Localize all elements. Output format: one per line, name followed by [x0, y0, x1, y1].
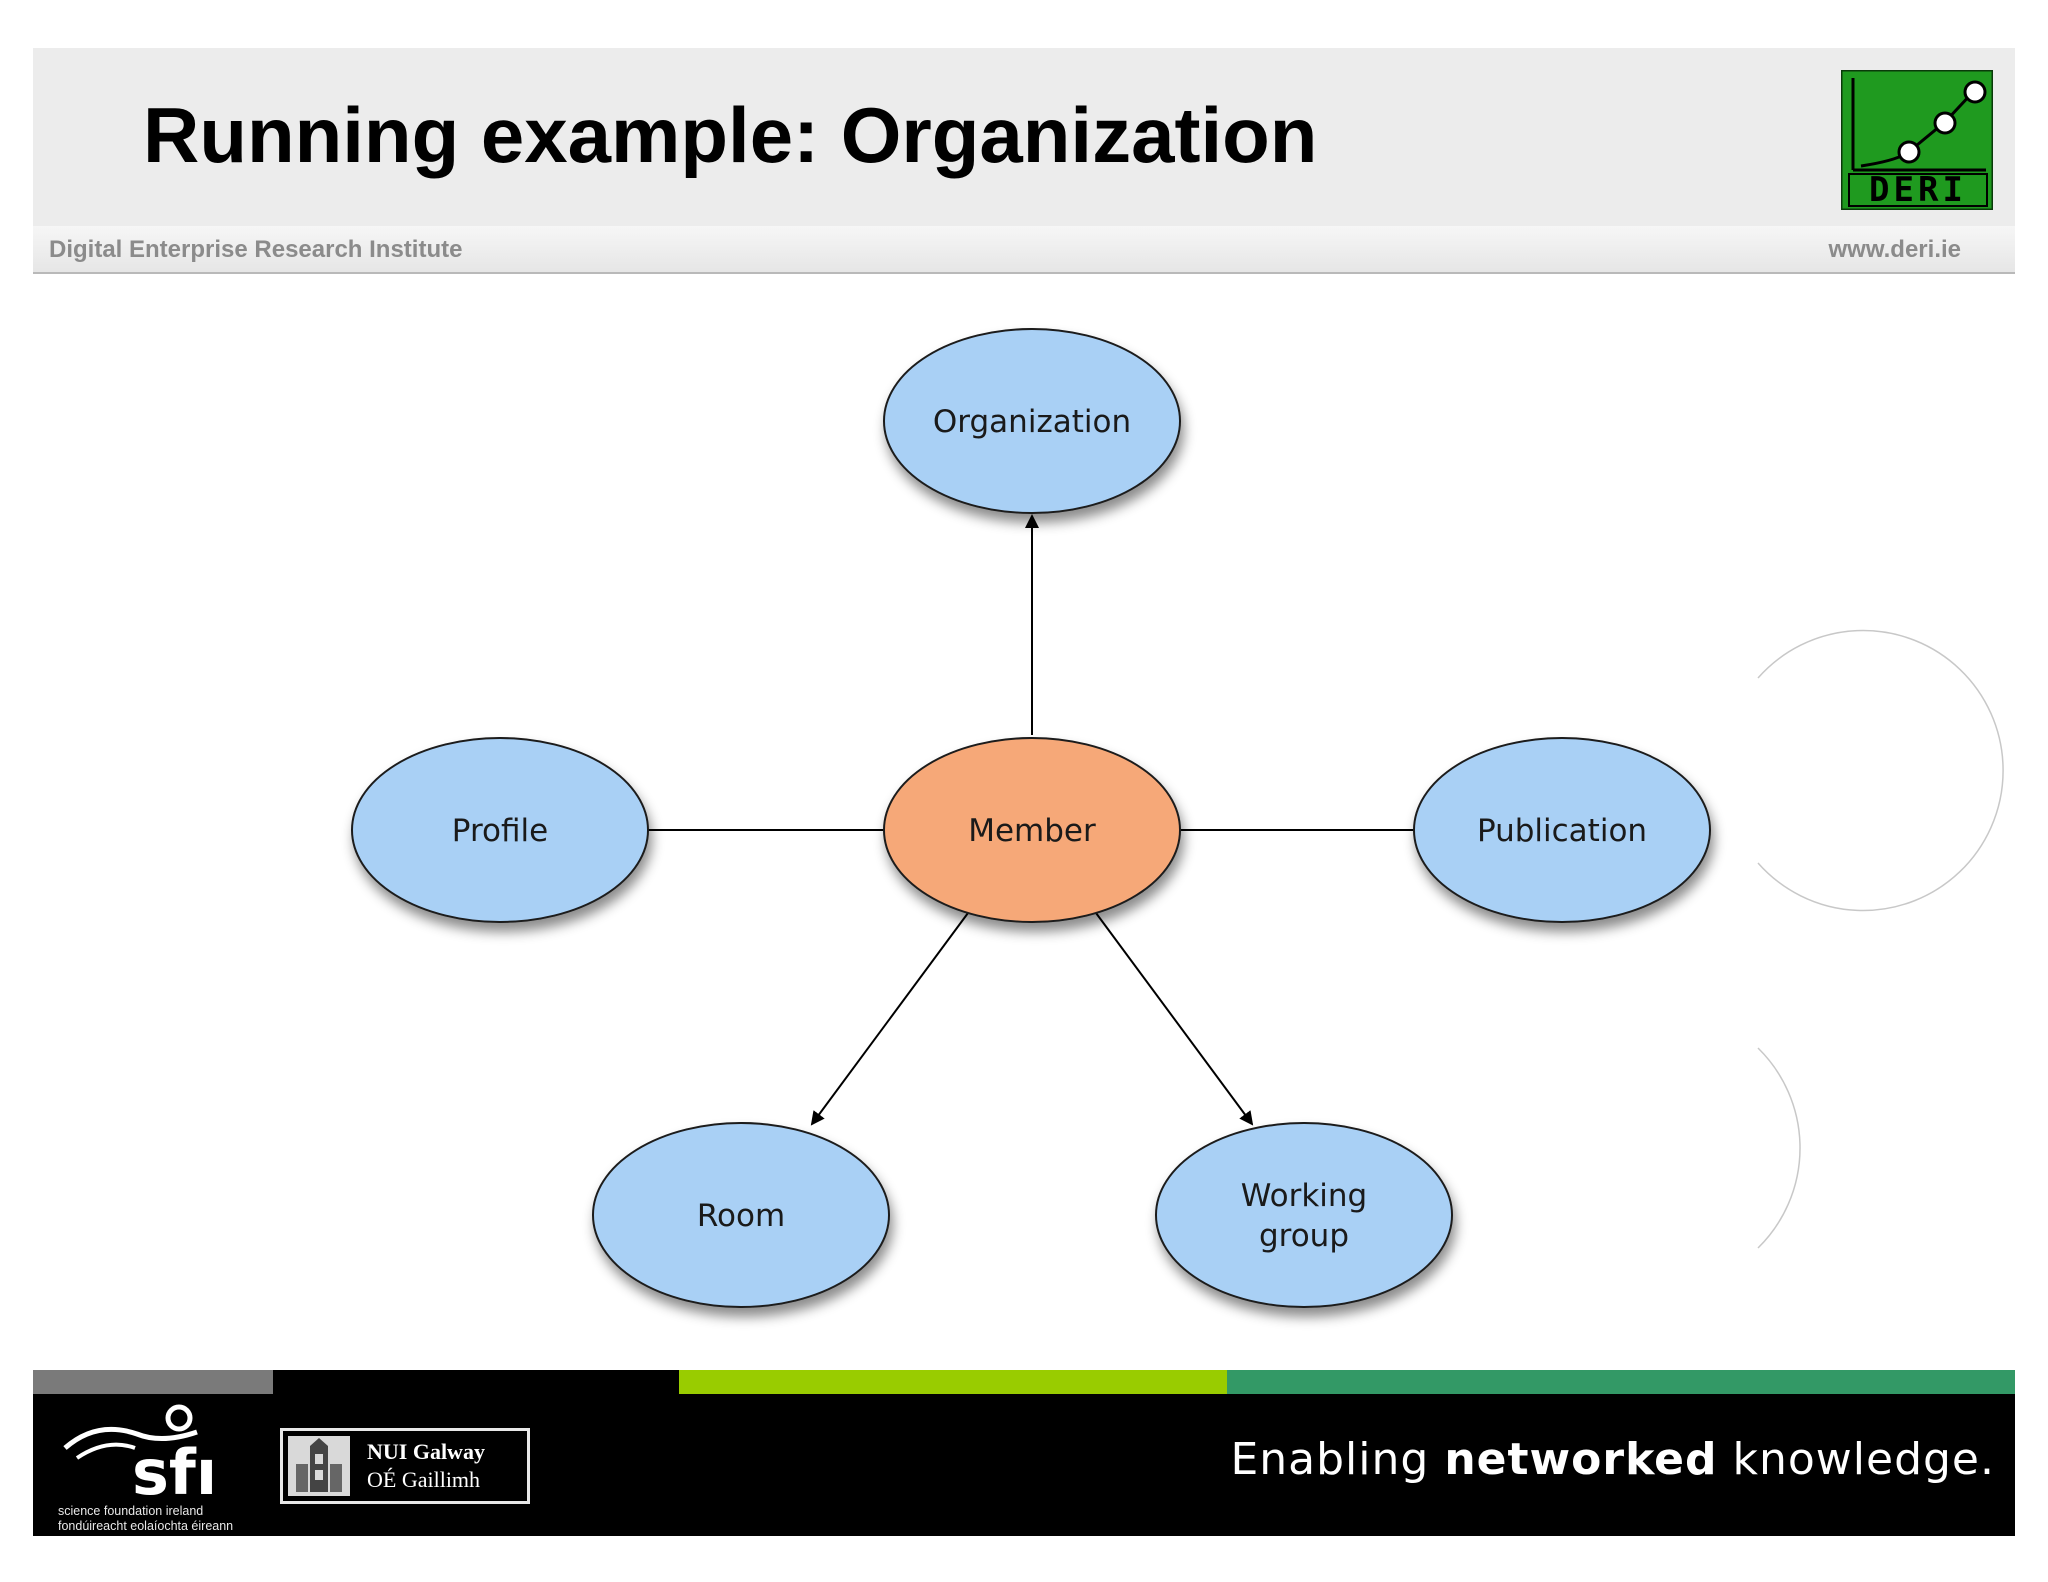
decorative-arc-2 [1757, 1047, 1801, 1249]
nui-name-irish: OÉ Gaillimh [367, 1467, 481, 1492]
slide-header: Running example: Organization DERI [33, 48, 2015, 226]
node-organization: Organization [883, 328, 1181, 514]
sfi-caption: science foundation ireland fondúireacht … [58, 1504, 258, 1534]
footer-color-stripes [33, 1370, 2015, 1394]
sfi-logo: sfı [63, 1404, 217, 1500]
node-profile-shape [351, 737, 649, 923]
tagline-part1: Enabling [1230, 1434, 1445, 1485]
node-profile-label: Profile [452, 813, 548, 849]
tagline-bold: networked [1444, 1434, 1718, 1485]
tagline-part2: knowledge. [1717, 1434, 1995, 1485]
edge-member-working-group [1095, 912, 1254, 1126]
organization-diagram: Organization Member Profile Publication … [351, 328, 2004, 1308]
slide-subheader: Digital Enterprise Research Institute ww… [33, 226, 2015, 274]
node-organization-shape [883, 328, 1181, 514]
sfi-caption-line1: science foundation ireland [58, 1504, 204, 1518]
node-working-group-label-line2: group [1259, 1218, 1349, 1254]
node-working-group: Working group [1155, 1122, 1453, 1308]
node-organization-label: Organization [933, 404, 1131, 440]
nui-name: NUI Galway [367, 1439, 485, 1464]
node-publication-label: Publication [1477, 813, 1647, 849]
edge-member-room [810, 912, 969, 1126]
node-member: Member [883, 737, 1181, 923]
node-member-shape [883, 737, 1181, 923]
node-publication: Publication [1413, 737, 1711, 923]
stripe-green [1227, 1370, 2015, 1394]
deri-logo-text: DERI [1869, 170, 1967, 210]
slide: Running example: Organization DERI Digit… [33, 48, 2015, 1536]
institute-name: Digital Enterprise Research Institute [49, 236, 463, 263]
node-working-group-shape [1155, 1122, 1453, 1308]
node-room: Room [592, 1122, 890, 1308]
stripe-black [273, 1370, 679, 1394]
stripe-gray [33, 1370, 273, 1394]
deri-logo: DERI [1841, 70, 1993, 210]
stripe-lime [679, 1370, 1227, 1394]
svg-text:sfı: sfı [132, 1436, 217, 1500]
footer-tagline: Enabling networked knowledge. [1230, 1434, 1995, 1485]
slide-title: Running example: Organization [143, 91, 1318, 179]
nui-crest-icon [288, 1436, 350, 1496]
node-profile: Profile [351, 737, 649, 923]
sfi-caption-line2: fondúireacht eolaíochta éireann [58, 1519, 234, 1533]
node-publication-shape [1413, 737, 1711, 923]
website-link: www.deri.ie [1828, 236, 1961, 263]
node-room-shape [592, 1122, 890, 1308]
node-room-label: Room [697, 1198, 785, 1234]
decorative-arc-1 [1757, 629, 2004, 912]
node-working-group-label-line1: Working [1241, 1178, 1367, 1214]
slide-footer: sfı science foundation ireland fondúirea… [33, 1394, 2015, 1536]
nui-galway-logo: NUI Galway OÉ Gaillimh [280, 1428, 530, 1504]
node-member-label: Member [968, 813, 1096, 849]
